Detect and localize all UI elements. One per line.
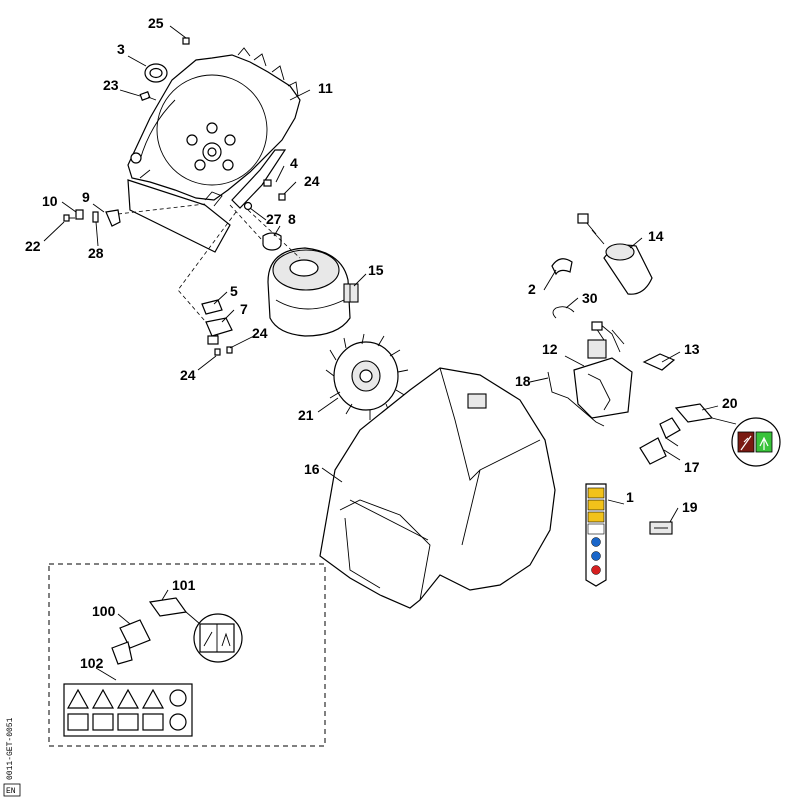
part-16-housing-shell bbox=[319, 367, 556, 609]
callout-24-a: 24 bbox=[304, 173, 320, 189]
part-10-nut bbox=[75, 209, 84, 220]
callout-2: 2 bbox=[528, 281, 536, 297]
callout-8: 8 bbox=[288, 211, 296, 227]
callout-23: 23 bbox=[103, 77, 119, 93]
part-24-screw bbox=[278, 193, 286, 201]
part-15-motor bbox=[267, 247, 359, 337]
callout-4: 4 bbox=[290, 155, 298, 171]
part-101-sticker bbox=[148, 597, 243, 663]
part-27-washer bbox=[243, 201, 253, 211]
callout-22: 22 bbox=[25, 238, 41, 254]
part-17-blade-set bbox=[639, 417, 681, 465]
fan-housing-plate bbox=[127, 47, 301, 253]
part-1-warning-label bbox=[585, 483, 607, 587]
callout-24-b: 24 bbox=[252, 325, 268, 341]
callout-5: 5 bbox=[230, 283, 238, 299]
callout-14: 14 bbox=[648, 228, 664, 244]
callout-24-c: 24 bbox=[180, 367, 196, 383]
callout-18: 18 bbox=[515, 373, 531, 389]
assembly-line-left bbox=[117, 203, 206, 215]
callout-19: 19 bbox=[682, 499, 698, 515]
part-23-screw bbox=[139, 91, 157, 101]
callout-15: 15 bbox=[368, 262, 384, 278]
part-25-screw bbox=[182, 37, 190, 45]
part-28-spacer bbox=[92, 211, 99, 223]
callout-25: 25 bbox=[148, 15, 164, 31]
callout-28: 28 bbox=[88, 245, 104, 261]
leader-lines bbox=[43, 25, 719, 681]
part-8-bushing bbox=[262, 232, 282, 251]
part-100-blade bbox=[111, 619, 151, 665]
callout-16: 16 bbox=[304, 461, 320, 477]
part-5-switch-cover bbox=[201, 299, 223, 315]
callout-100: 100 bbox=[92, 603, 116, 619]
corner-mark-box bbox=[3, 783, 21, 797]
part-22-screw bbox=[63, 214, 75, 222]
part-3-seal-ring bbox=[144, 63, 168, 83]
part-20-sticker bbox=[674, 403, 781, 467]
callout-1: 1 bbox=[626, 489, 634, 505]
callout-9: 9 bbox=[82, 189, 90, 205]
callout-21: 21 bbox=[298, 407, 314, 423]
callout-10: 10 bbox=[42, 193, 58, 209]
callout-20: 20 bbox=[722, 395, 738, 411]
callout-30: 30 bbox=[582, 290, 598, 306]
side-code: 0011-GET-0051 bbox=[6, 717, 15, 780]
part-14-plug-cord bbox=[577, 213, 653, 295]
part-4-screw bbox=[263, 179, 272, 187]
callout-101: 101 bbox=[172, 577, 196, 593]
inset-box bbox=[48, 563, 326, 747]
callout-13: 13 bbox=[684, 341, 700, 357]
callout-labels: 1 2 3 4 5 7 8 9 10 11 12 13 14 15 16 17 … bbox=[25, 15, 738, 671]
callout-17: 17 bbox=[684, 459, 700, 475]
part-21-fan-impeller bbox=[325, 333, 409, 420]
callout-102: 102 bbox=[80, 655, 104, 671]
part-13-blade bbox=[642, 353, 676, 371]
callout-12: 12 bbox=[542, 341, 558, 357]
part-9-bracket bbox=[105, 209, 121, 227]
part-19-rating-plate bbox=[649, 521, 673, 535]
part-7-switch bbox=[205, 317, 233, 345]
callout-3: 3 bbox=[117, 41, 125, 57]
corner-mark: EN bbox=[6, 787, 16, 796]
part-102-label-strip bbox=[63, 683, 193, 737]
callout-7: 7 bbox=[240, 301, 248, 317]
part-2-clip bbox=[551, 258, 573, 276]
callout-11: 11 bbox=[318, 80, 333, 96]
part-18-wire-bracket bbox=[547, 371, 605, 427]
part-12-switch-box bbox=[573, 321, 633, 419]
part-24-screws-lower bbox=[214, 346, 233, 356]
callout-27: 27 bbox=[266, 211, 282, 227]
part-30-retaining-ring bbox=[552, 306, 575, 319]
assembly-line-motor bbox=[177, 204, 301, 337]
